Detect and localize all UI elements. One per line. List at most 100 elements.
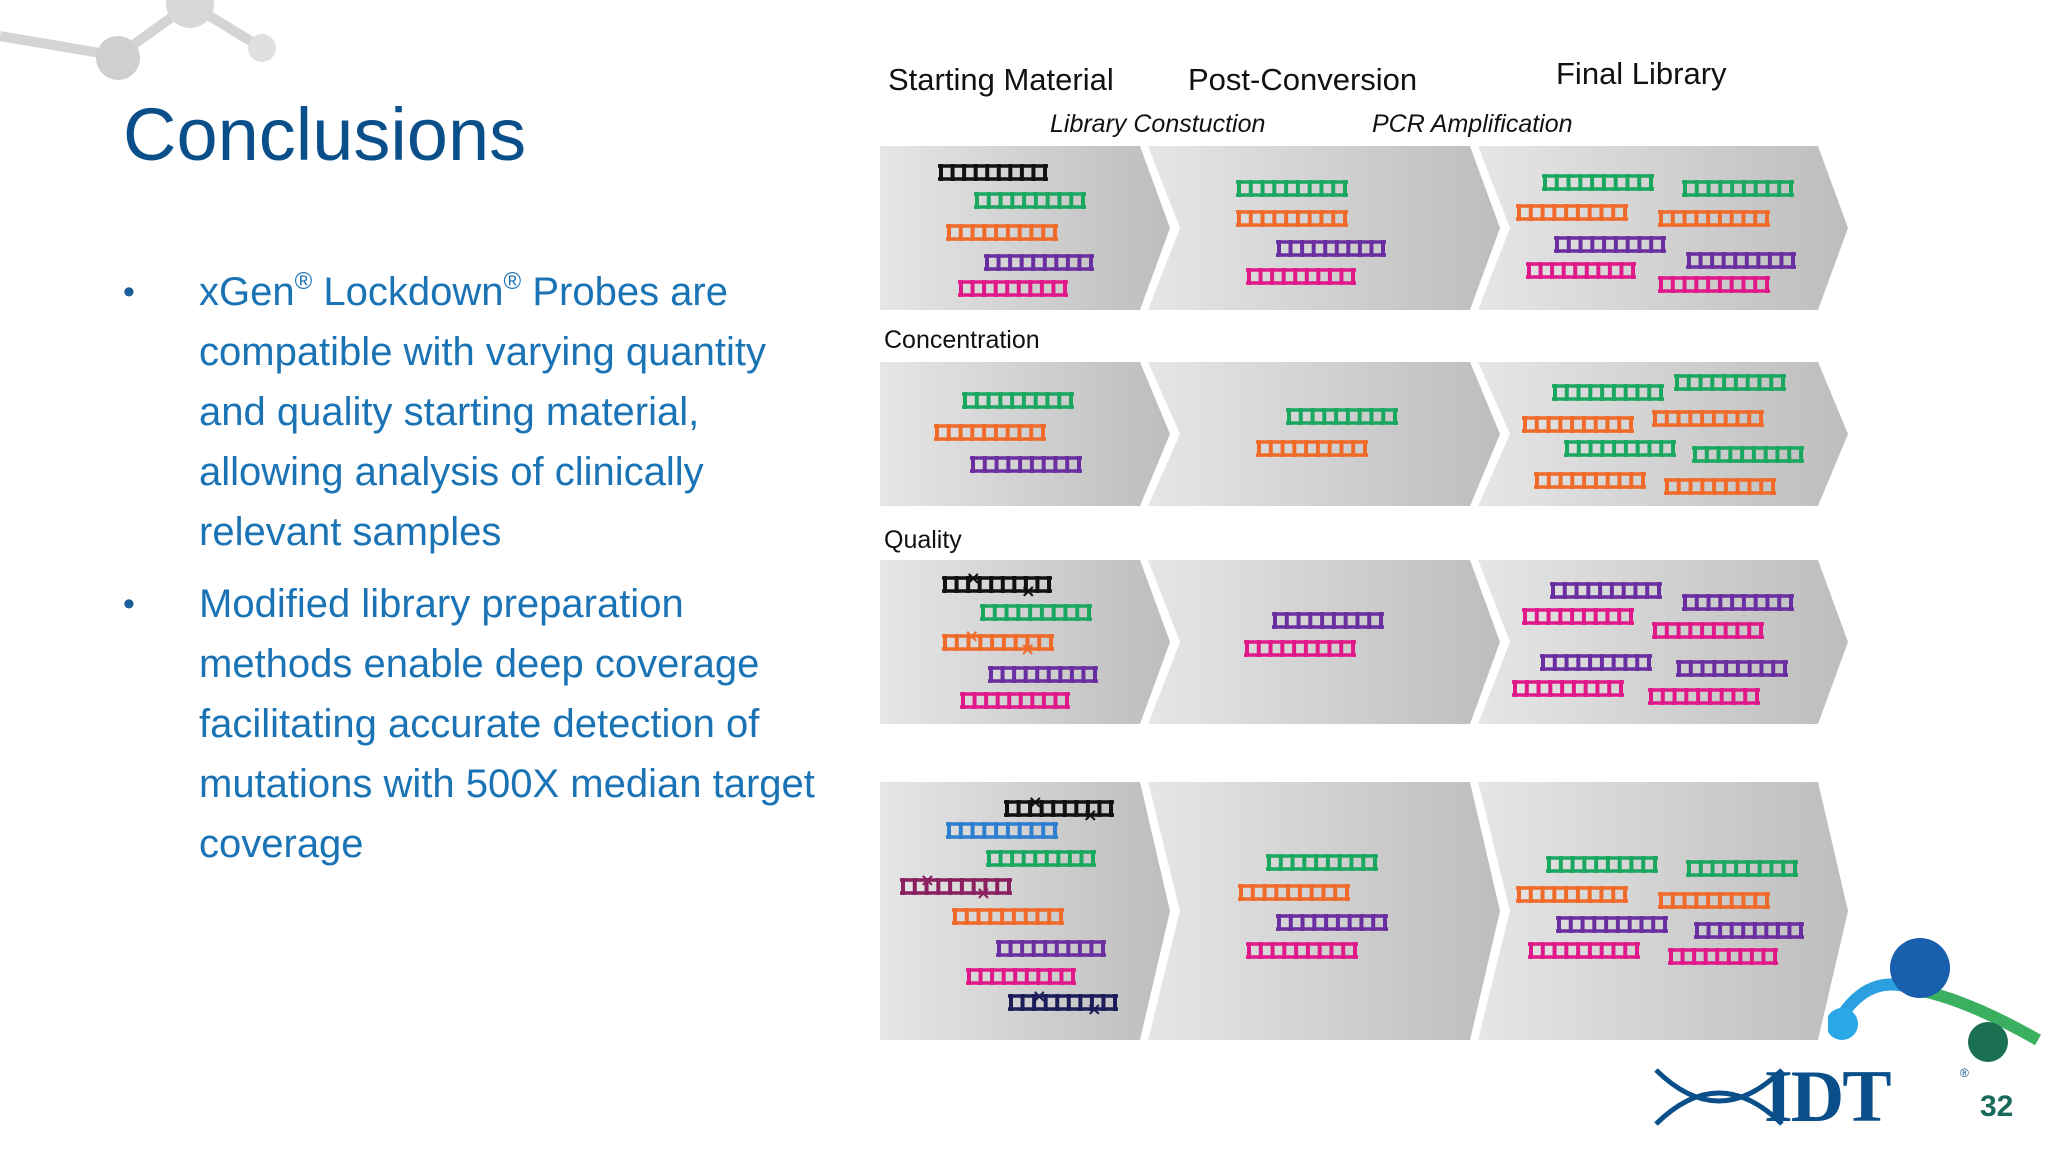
dna-ladder bbox=[1564, 440, 1676, 457]
arrow-panel bbox=[1148, 146, 1500, 310]
dna-ladder bbox=[1516, 204, 1628, 221]
dna-ladder bbox=[1286, 408, 1398, 425]
damage-mark-icon: × bbox=[964, 626, 979, 647]
dna-ladder bbox=[1546, 856, 1658, 873]
arrow-panel bbox=[1148, 782, 1500, 1040]
dna-ladder bbox=[1652, 622, 1764, 639]
damage-mark-icon: × bbox=[966, 568, 981, 589]
dna-ladder bbox=[934, 424, 1046, 441]
dna-ladder: ×× bbox=[1004, 792, 1114, 826]
dna-strands: ×××××××××× bbox=[900, 164, 1804, 1020]
dna-ladder bbox=[946, 822, 1058, 839]
bullet-text-post: Probes are compatible with varying quant… bbox=[199, 270, 766, 554]
dna-ladder bbox=[1694, 922, 1804, 939]
arrow-panel bbox=[1148, 362, 1500, 506]
dna-ladder bbox=[986, 850, 1096, 867]
dna-ladder bbox=[938, 164, 1048, 181]
dna-ladder bbox=[1682, 180, 1794, 197]
dna-ladder bbox=[952, 908, 1064, 925]
dna-ladder bbox=[1534, 472, 1646, 489]
stage-label-starting-material: Starting Material bbox=[888, 62, 1114, 97]
dna-ladder bbox=[970, 456, 1082, 473]
damage-mark-icon: × bbox=[976, 883, 991, 904]
registered-mark: ® bbox=[503, 268, 522, 295]
dna-ladder bbox=[1522, 608, 1634, 625]
dna-ladder bbox=[1516, 886, 1628, 903]
dna-ladder bbox=[960, 692, 1070, 709]
row-label-concentration: Concentration bbox=[884, 326, 1040, 354]
dna-ladder bbox=[1276, 240, 1386, 257]
bullet-text-pre: xGen bbox=[199, 270, 295, 314]
dna-helix-logo-icon bbox=[1654, 1068, 1784, 1126]
damage-mark-icon: × bbox=[1083, 805, 1098, 826]
dna-ladder bbox=[1686, 252, 1796, 269]
damage-mark-icon: × bbox=[1087, 999, 1102, 1020]
arrow-panel bbox=[880, 560, 1170, 724]
row-label-quality: Quality bbox=[884, 526, 962, 554]
dna-ladder bbox=[1692, 446, 1804, 463]
arrow-panel bbox=[880, 362, 1170, 506]
arrow-panels bbox=[880, 146, 1848, 1040]
dna-ladder bbox=[958, 280, 1068, 297]
registered-mark: ® bbox=[294, 268, 313, 295]
damage-mark-icon: × bbox=[1032, 986, 1047, 1007]
dna-ladder bbox=[1540, 654, 1652, 671]
dna-ladder bbox=[962, 392, 1074, 409]
dna-ladder bbox=[1246, 268, 1356, 285]
dna-ladder bbox=[1674, 374, 1786, 391]
dna-ladder bbox=[1668, 948, 1778, 965]
dna-ladder bbox=[946, 224, 1058, 241]
arrow-panel bbox=[1478, 362, 1848, 506]
dna-ladder bbox=[1682, 594, 1794, 611]
damage-mark-icon: × bbox=[1020, 639, 1035, 660]
dna-ladder bbox=[1676, 660, 1788, 677]
dna-ladder bbox=[1528, 942, 1640, 959]
bullet-item: • Modified library preparation methods e… bbox=[123, 574, 843, 874]
dna-ladder bbox=[1542, 174, 1654, 191]
step-label-library-construction: Library Constuction bbox=[1050, 110, 1266, 138]
dna-ladder: ×× bbox=[942, 626, 1054, 660]
dna-ladder: ×× bbox=[1008, 986, 1118, 1020]
dna-ladder bbox=[980, 604, 1092, 621]
dna-ladder bbox=[1272, 612, 1384, 629]
damage-mark-icon: × bbox=[1028, 792, 1043, 813]
dna-ladder bbox=[1552, 384, 1664, 401]
page-title: Conclusions bbox=[123, 93, 527, 176]
arrow-panel bbox=[1478, 782, 1848, 1040]
dna-ladder bbox=[1648, 688, 1760, 705]
idt-registered-mark: ® bbox=[1960, 1066, 1969, 1080]
bullet-list: • xGen® Lockdown® Probes are compatible … bbox=[123, 262, 843, 886]
bullet-text-mid: Lockdown bbox=[312, 270, 504, 314]
dna-ladder bbox=[1686, 860, 1798, 877]
dna-ladder bbox=[1236, 210, 1348, 227]
bullet-item: • xGen® Lockdown® Probes are compatible … bbox=[123, 262, 843, 562]
stage-label-final-library: Final Library bbox=[1556, 56, 1727, 91]
dna-ladder bbox=[996, 940, 1106, 957]
dna-ladder bbox=[988, 666, 1098, 683]
dna-ladder bbox=[1512, 680, 1624, 697]
dna-ladder bbox=[984, 254, 1094, 271]
step-label-pcr-amplification: PCR Amplification bbox=[1372, 110, 1573, 138]
dna-ladder bbox=[1658, 892, 1770, 909]
dna-ladder bbox=[1658, 210, 1770, 227]
damage-mark-icon: × bbox=[1021, 581, 1036, 602]
dna-ladder bbox=[1652, 410, 1764, 427]
dna-ladder bbox=[1244, 640, 1356, 657]
dna-ladder bbox=[1664, 478, 1776, 495]
molecule-decoration-icon bbox=[0, 0, 276, 80]
bullet-dot: • bbox=[123, 273, 135, 311]
idt-logo-text: IDT bbox=[1764, 1056, 1892, 1138]
dna-ladder: ×× bbox=[942, 568, 1052, 602]
dna-ladder bbox=[1266, 854, 1378, 871]
dna-ladder bbox=[966, 968, 1076, 985]
dna-ladder bbox=[1236, 180, 1348, 197]
dna-ladder bbox=[1554, 236, 1666, 253]
dna-ladder bbox=[1246, 942, 1358, 959]
damage-mark-icon: × bbox=[920, 870, 935, 891]
dna-ladder bbox=[1238, 884, 1350, 901]
dna-ladder bbox=[1556, 916, 1668, 933]
dna-ladder bbox=[1550, 582, 1662, 599]
dna-ladder bbox=[1256, 440, 1368, 457]
